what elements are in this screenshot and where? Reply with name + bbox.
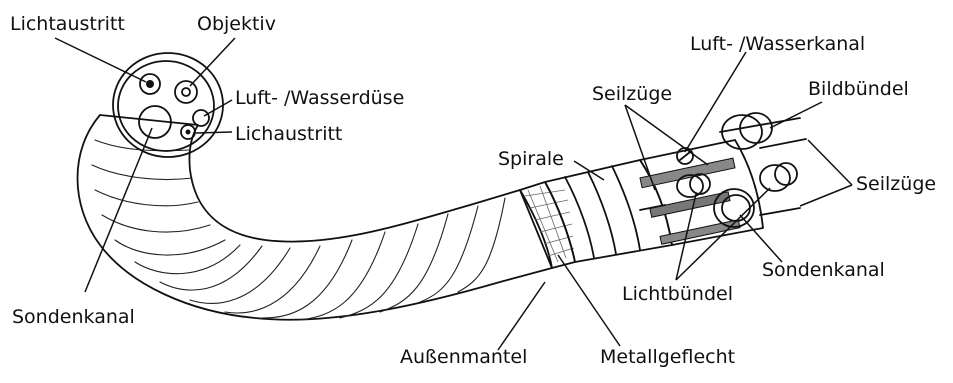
objective-lens — [175, 81, 197, 103]
label-lichtaustritt: Lichtaustritt — [10, 13, 125, 35]
label-lichaustritt: Lichaustritt — [235, 123, 342, 145]
labels: Lichtaustritt Objektiv Luft- /Wasserdüse… — [10, 13, 936, 368]
label-bildbuendel: Bildbündel — [808, 78, 909, 100]
label-objektiv: Objektiv — [197, 13, 276, 35]
label-seilzuege-right: Seilzüge — [856, 173, 936, 195]
label-spirale: Spirale — [498, 148, 564, 170]
objective-lens-inner — [182, 88, 190, 96]
label-aussenmantel: Außenmantel — [400, 346, 527, 368]
label-luft-wasserkanal: Luft- /Wasserkanal — [690, 33, 865, 55]
label-sondenkanal-left: Sondenkanal — [12, 306, 135, 328]
outer-sheath — [78, 115, 553, 320]
label-luft-wasserduese: Luft- /Wasserdüse — [235, 87, 404, 109]
light-exit-port-core — [146, 80, 154, 88]
label-seilzuege-top: Seilzüge — [592, 83, 672, 105]
label-lichtbuendel: Lichtbündel — [622, 283, 733, 305]
air-water-nozzle — [193, 110, 209, 126]
label-metallgeflecht: Metallgeflecht — [600, 346, 735, 368]
label-sondenkanal-right: Sondenkanal — [762, 259, 885, 281]
